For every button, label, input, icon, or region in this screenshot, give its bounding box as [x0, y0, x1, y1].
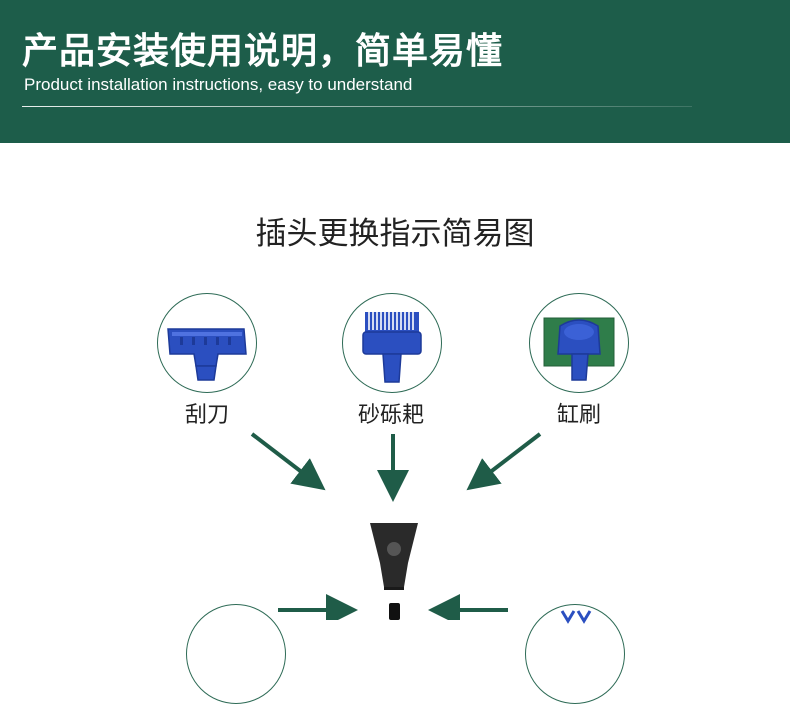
header-banner: 产品安装使用说明，简单易懂 Product installation instr…	[0, 0, 790, 143]
gravel-rake-label: 砂砾耙	[357, 403, 424, 428]
tank-brush-circle	[529, 293, 629, 393]
gravel-rake-icon	[362, 312, 422, 383]
scraper-blade-circle	[157, 293, 257, 393]
page-title: 产品安装使用说明，简单易懂	[22, 31, 504, 72]
scraper-blade-icon	[167, 328, 247, 381]
header-divider	[22, 106, 692, 107]
tank-brush-icon	[543, 317, 615, 381]
arrow-from-brush	[466, 432, 542, 491]
gravel-rake-circle	[342, 293, 442, 393]
handle-connector-icon	[370, 523, 418, 620]
direction-arrows	[250, 432, 542, 620]
diagram-title: 插头更换指示简易图	[255, 216, 535, 252]
tank-brush-label: 缸刷	[556, 403, 601, 428]
scraper-blade-label: 刮刀	[184, 403, 229, 428]
arrow-from-scraper	[250, 432, 326, 491]
page-subtitle: Product installation instructions, easy …	[24, 75, 413, 94]
